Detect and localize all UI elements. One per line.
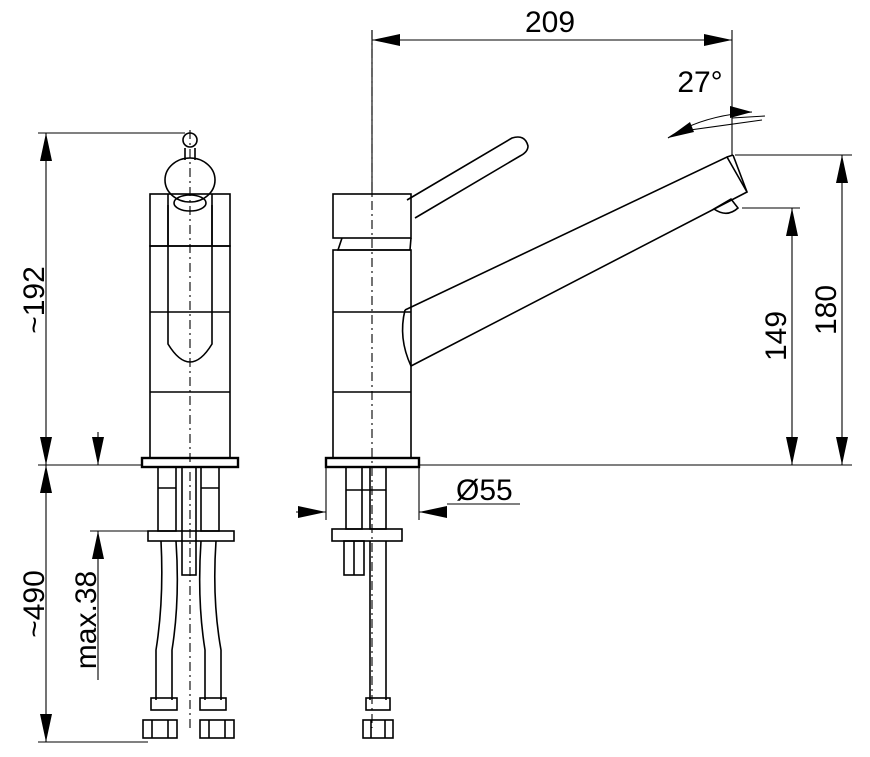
dimension-490-label: ~490 (18, 570, 51, 638)
dimension-diameter: Ø55 (296, 467, 520, 520)
dimension-149-label: 149 (760, 311, 793, 361)
dimension-192-label: ~192 (18, 266, 51, 334)
dimension-209: 209 (371, 6, 733, 195)
dimension-149: 149 (742, 207, 800, 465)
dimension-angle: 27° (667, 66, 766, 139)
dimension-max38: max.38 (70, 432, 150, 680)
dimension-209-label: 209 (525, 6, 575, 39)
dimension-192: ~192 (18, 132, 185, 466)
dimension-diameter-label: Ø55 (456, 474, 513, 507)
dimension-max38-label: max.38 (70, 571, 103, 669)
dimension-180-label: 180 (810, 285, 843, 335)
dimension-angle-label: 27° (677, 66, 722, 99)
dimension-490: ~490 (18, 465, 148, 743)
dimension-180: 180 (420, 154, 852, 466)
front-view (140, 130, 240, 739)
side-view (324, 30, 749, 739)
